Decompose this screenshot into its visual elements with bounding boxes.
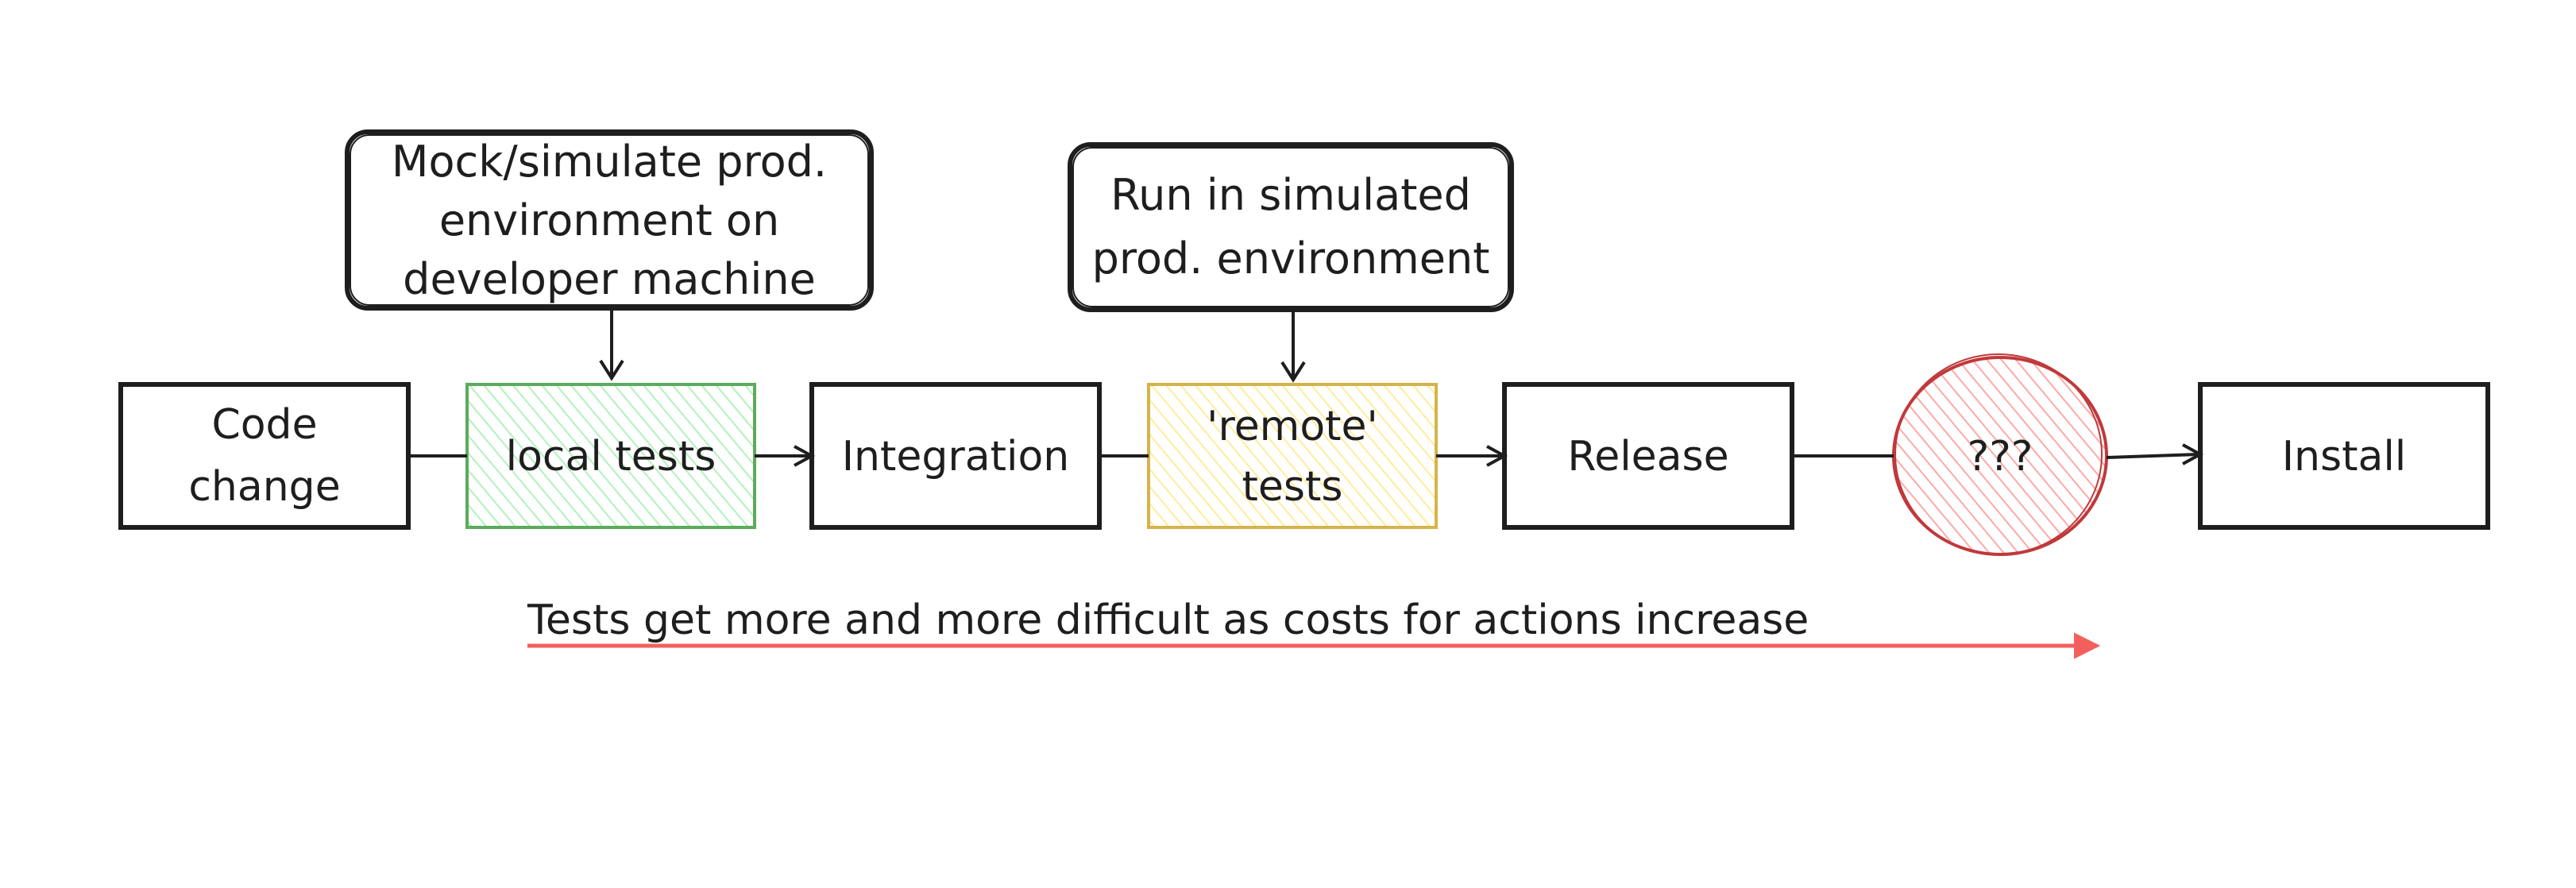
note-simulated-line-2: prod. environment [1092,234,1490,284]
node-release-label: Release [1567,433,1728,481]
note-mock-line-2: environment on [439,195,779,245]
node-install: Install [2198,382,2490,530]
cost-increase-arrow [527,632,2101,659]
note-mock-line-3: developer machine [403,254,816,304]
node-release: Release [1502,382,1794,530]
node-remote-tests-line-2: tests [1242,463,1343,511]
node-integration: Integration [809,382,1102,530]
node-local-tests: local tests [465,383,756,529]
arrow-mock-to-local-tests [599,308,624,381]
node-unknown: ??? [1892,353,2108,556]
node-install-label: Install [2282,433,2407,481]
arrow-simulated-to-remote-tests [1280,310,1306,383]
arrow-unknown-to-install [2106,443,2204,465]
arrow-local-to-integration [755,445,816,467]
arrow-remote-to-release [1436,445,1508,467]
note-simulated-line-1: Run in simulated [1110,170,1471,220]
node-remote-tests: 'remote' tests [1147,383,1438,529]
node-remote-tests-line-1: 'remote' [1207,403,1378,450]
caption-text: Tests get more and more difficult as cos… [527,597,1809,644]
note-mock-environment: Mock/simulate prod. environment on devel… [345,129,874,311]
node-code-change-line-1: Code [211,401,317,449]
note-mock-line-1: Mock/simulate prod. [392,137,827,187]
node-code-change-line-2: change [188,463,340,511]
node-integration-label: Integration [842,433,1070,481]
node-unknown-label: ??? [1968,433,2033,481]
note-simulated-environment: Run in simulated prod. environment [1068,142,1514,312]
node-code-change: Code change [118,382,411,530]
node-local-tests-label: local tests [506,433,716,481]
